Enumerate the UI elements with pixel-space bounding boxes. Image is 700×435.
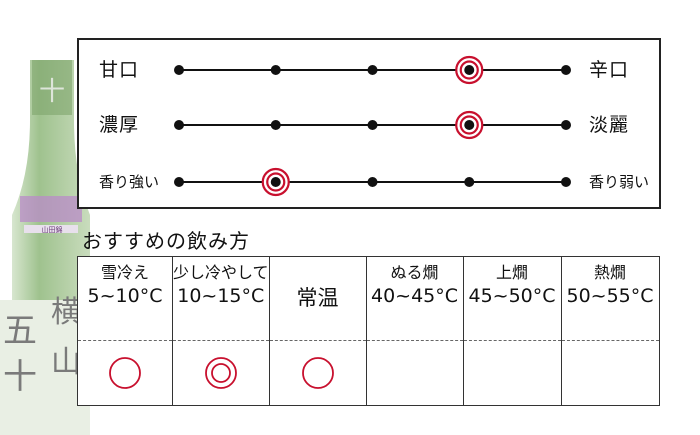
- sake-bottle-image: 十 山田錦 五 十 横 山: [0, 60, 90, 435]
- scale-point: [270, 65, 281, 75]
- mark-outer-ring: [204, 357, 237, 389]
- circle-mark-icon: [109, 357, 141, 389]
- serving-header-row: 雪冷え 5~10°C 少し冷やして 10~15°C 常温 ぬる燗 40~45°C…: [77, 256, 660, 341]
- taste-label-light: 淡麗: [589, 114, 630, 136]
- scale-point: [464, 177, 475, 187]
- svg-text:横: 横: [51, 295, 81, 330]
- scale-point: [367, 65, 378, 75]
- serving-name: 常温: [296, 286, 339, 310]
- svg-text:十: 十: [3, 357, 37, 397]
- serving-temp: 40~45°C: [371, 285, 459, 307]
- scale-point: [367, 177, 378, 187]
- serving-name: 雪冷え: [100, 263, 149, 282]
- serving-col-sukoshi-hiyashite: 少し冷やして 10~15°C: [172, 256, 270, 341]
- taste-row-sweet-dry: 甘口 辛口: [79, 50, 659, 90]
- serving-mark-cell: [560, 340, 660, 406]
- taste-profile-chart: 甘口 辛口 濃厚 淡麗 香り強い 香り弱い: [77, 38, 661, 209]
- scale-point: [561, 177, 571, 187]
- serving-col-yukibie: 雪冷え 5~10°C: [77, 256, 173, 341]
- scale-point: [174, 120, 184, 130]
- selected-marker-icon: [455, 110, 484, 140]
- taste-label-aroma-strong: 香り強い: [99, 173, 160, 191]
- serving-mark-cell: [365, 340, 464, 406]
- taste-label-dry: 辛口: [589, 59, 630, 81]
- taste-scale-rich-light: [174, 110, 571, 140]
- svg-text:山: 山: [51, 345, 81, 380]
- serving-col-jouon: 常温: [268, 256, 367, 341]
- double-circle-mark-icon: [204, 357, 237, 389]
- serving-name: 少し冷やして: [173, 263, 269, 282]
- taste-row-aroma: 香り強い 香り弱い: [79, 162, 659, 202]
- scale-point: [174, 177, 184, 187]
- serving-temp: 45~50°C: [468, 285, 556, 307]
- taste-label-sweet: 甘口: [99, 59, 140, 81]
- scale-point: [270, 120, 281, 130]
- selected-marker-icon: [455, 55, 484, 85]
- scale-point: [561, 65, 571, 75]
- serving-col-nurukan: ぬる燗 40~45°C: [365, 256, 464, 341]
- mark-inner-ring: [210, 363, 231, 383]
- mark-outer-ring: [109, 357, 141, 389]
- taste-label-rich: 濃厚: [99, 114, 140, 136]
- serving-mark-row: [77, 340, 660, 406]
- serving-temp: 50~55°C: [566, 285, 654, 307]
- serving-col-joukan: 上燗 45~50°C: [462, 256, 562, 341]
- serving-temperature-table: 雪冷え 5~10°C 少し冷やして 10~15°C 常温 ぬる燗 40~45°C…: [77, 256, 660, 406]
- empty-mark: [494, 355, 530, 391]
- bottle-sublabel-text: 山田錦: [42, 225, 63, 234]
- empty-mark: [397, 355, 433, 391]
- serving-mark-cell: [77, 340, 173, 406]
- serving-name: 上燗: [496, 263, 529, 282]
- circle-mark-icon: [301, 357, 334, 389]
- selected-marker-icon: [261, 167, 290, 197]
- svg-text:五: 五: [3, 311, 37, 351]
- serving-temp: 10~15°C: [177, 285, 265, 307]
- scale-point: [561, 120, 571, 130]
- scale-point: [174, 65, 184, 75]
- scale-point: [367, 120, 378, 130]
- serving-mark-cell: [462, 340, 562, 406]
- serving-mark-cell: [172, 340, 270, 406]
- taste-label-aroma-weak: 香り弱い: [589, 173, 650, 191]
- empty-mark: [592, 355, 628, 391]
- serving-name: 熱燗: [594, 263, 627, 282]
- recommended-serving-heading: おすすめの飲み方: [82, 229, 250, 253]
- serving-mark-cell: [268, 340, 367, 406]
- svg-text:十: 十: [39, 77, 65, 107]
- mark-outer-ring: [301, 357, 334, 389]
- taste-row-rich-light: 濃厚 淡麗: [79, 105, 659, 145]
- taste-scale-aroma: [174, 167, 571, 197]
- serving-name: ぬる燗: [390, 263, 439, 282]
- serving-col-atsukan: 熱燗 50~55°C: [560, 256, 660, 341]
- taste-scale-sweet-dry: [174, 55, 571, 85]
- serving-temp: 5~10°C: [87, 285, 163, 307]
